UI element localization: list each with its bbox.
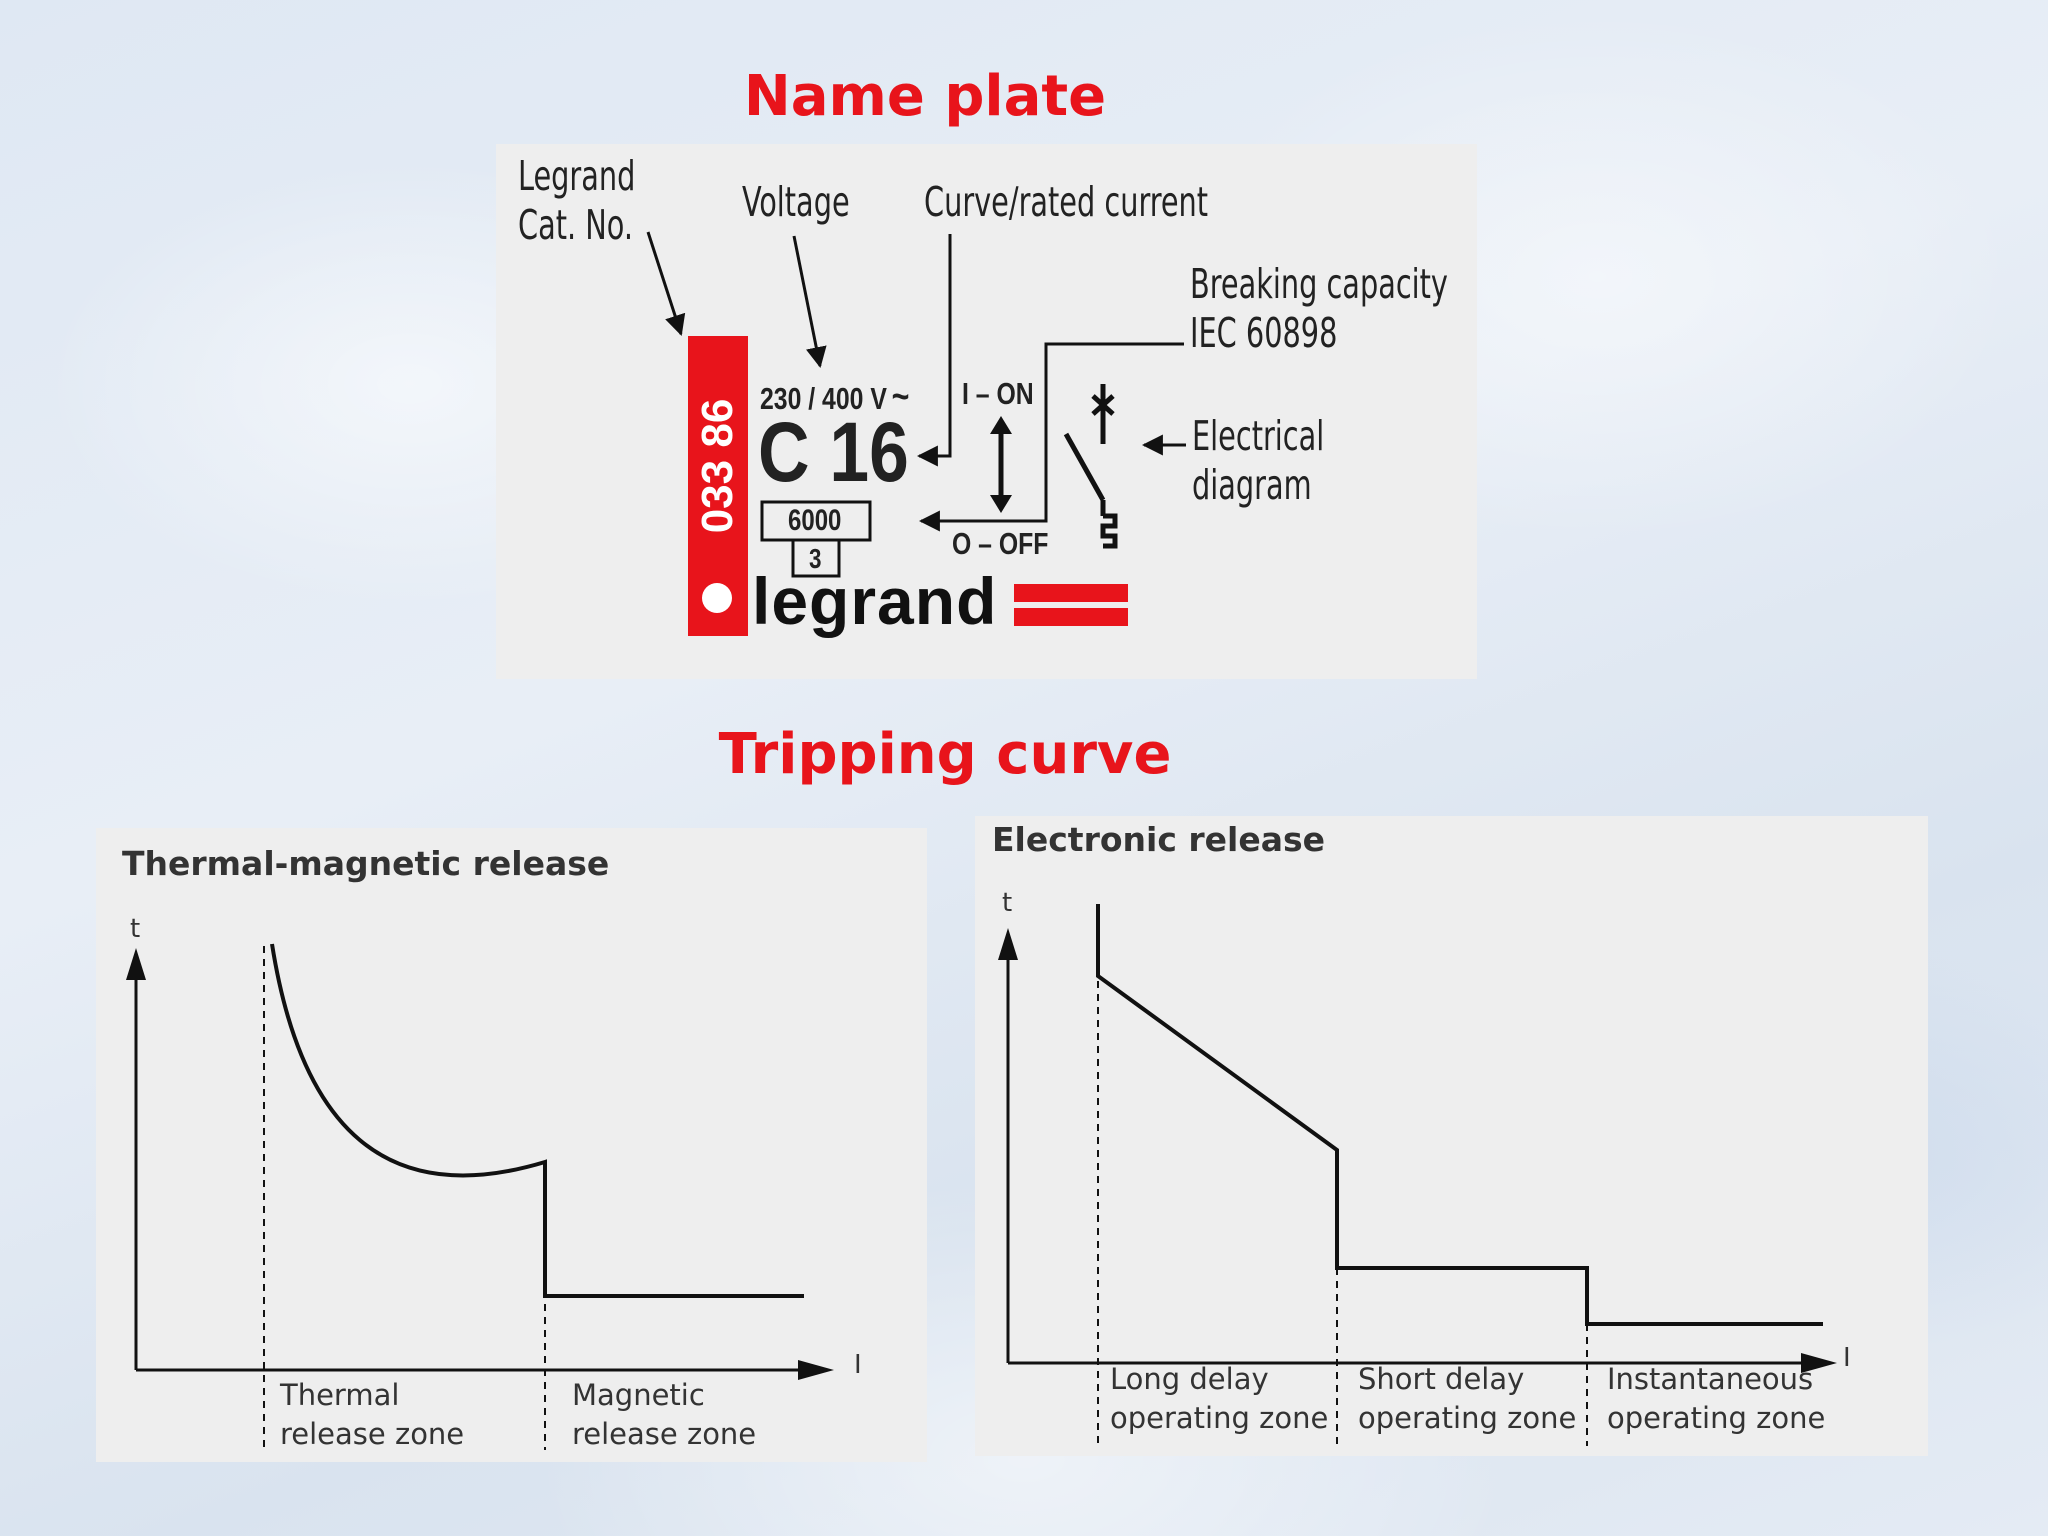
electrical-diagram-label: Electrical diagram — [1192, 412, 1325, 510]
cat-no-arrow — [646, 231, 686, 336]
magnetic-zone-label: Magnetic release zone — [572, 1378, 757, 1452]
cat-number-value: 033 86 — [693, 398, 742, 534]
t-axis-label: t — [130, 914, 141, 944]
electronic-release-panel: Electronic release t I Long delay operat… — [975, 816, 1928, 1456]
i-axis-label: I — [854, 1350, 862, 1380]
curve-current-value: C 16 — [758, 405, 909, 499]
energy-class-box — [791, 538, 841, 578]
off-label: O – OFF — [952, 526, 1049, 561]
breaking-capacity-arrow — [918, 342, 1184, 532]
i-axis-arrowhead — [798, 1360, 834, 1380]
strip-dot — [702, 583, 732, 613]
i-axis-label: I — [1843, 1343, 1851, 1373]
thermal-magnetic-title: Thermal-magnetic release — [122, 844, 610, 883]
voltage-label: Voltage — [742, 178, 850, 226]
t-axis-label: t — [1002, 888, 1013, 918]
t-axis-arrowhead — [998, 928, 1018, 960]
electronic-release-curve-chart — [998, 904, 1837, 1446]
i-axis-arrowhead — [1801, 1353, 1837, 1373]
thermal-magnetic-panel: Thermal-magnetic release t I Thermal rel… — [96, 828, 927, 1462]
breaking-capacity-label: Breaking capacity IEC 60898 — [1190, 260, 1448, 358]
short-delay-zone-label: Short delay operating zone — [1358, 1362, 1577, 1436]
nameplate-panel: Legrand Cat. No. Voltage Curve/rated cur… — [496, 144, 1477, 679]
t-axis-arrowhead — [126, 948, 146, 980]
thermal-zone-label: Thermal release zone — [280, 1378, 465, 1452]
instantaneous-zone-label: Instantaneous operating zone — [1607, 1362, 1826, 1436]
voltage-arrow — [792, 235, 827, 369]
on-label: I – ON — [962, 376, 1034, 411]
brand-stripe-bottom — [1014, 608, 1128, 626]
breaker-symbol-icon — [1063, 384, 1118, 549]
ac-symbol-icon: ~ — [891, 376, 910, 418]
long-delay-zone-label: Long delay operating zone — [1110, 1362, 1329, 1436]
curve-current-arrow — [916, 234, 952, 467]
breaking-capacity-value: 6000 — [788, 504, 842, 537]
electronic-release-title: Electronic release — [992, 820, 1326, 859]
curve-rated-current-label: Curve/rated current — [924, 178, 1209, 226]
name-plate-heading: Name plate — [743, 64, 1107, 129]
brand-wordmark: legrand — [752, 564, 998, 638]
voltage-value: 230 / 400 V~ — [760, 376, 910, 418]
on-off-double-arrow-icon — [990, 416, 1012, 513]
thermal-magnetic-curve-chart — [126, 943, 834, 1450]
legrand-cat-label: Legrand Cat. No. — [518, 152, 636, 250]
tripping-curve-line — [270, 943, 804, 1298]
tripping-curve-heading: Tripping curve — [718, 722, 1172, 787]
energy-class-value: 3 — [809, 543, 822, 574]
nameplate-drawing — [646, 231, 1186, 636]
brand-stripe-top — [1014, 584, 1128, 602]
tripping-curve-line — [1096, 904, 1823, 1326]
